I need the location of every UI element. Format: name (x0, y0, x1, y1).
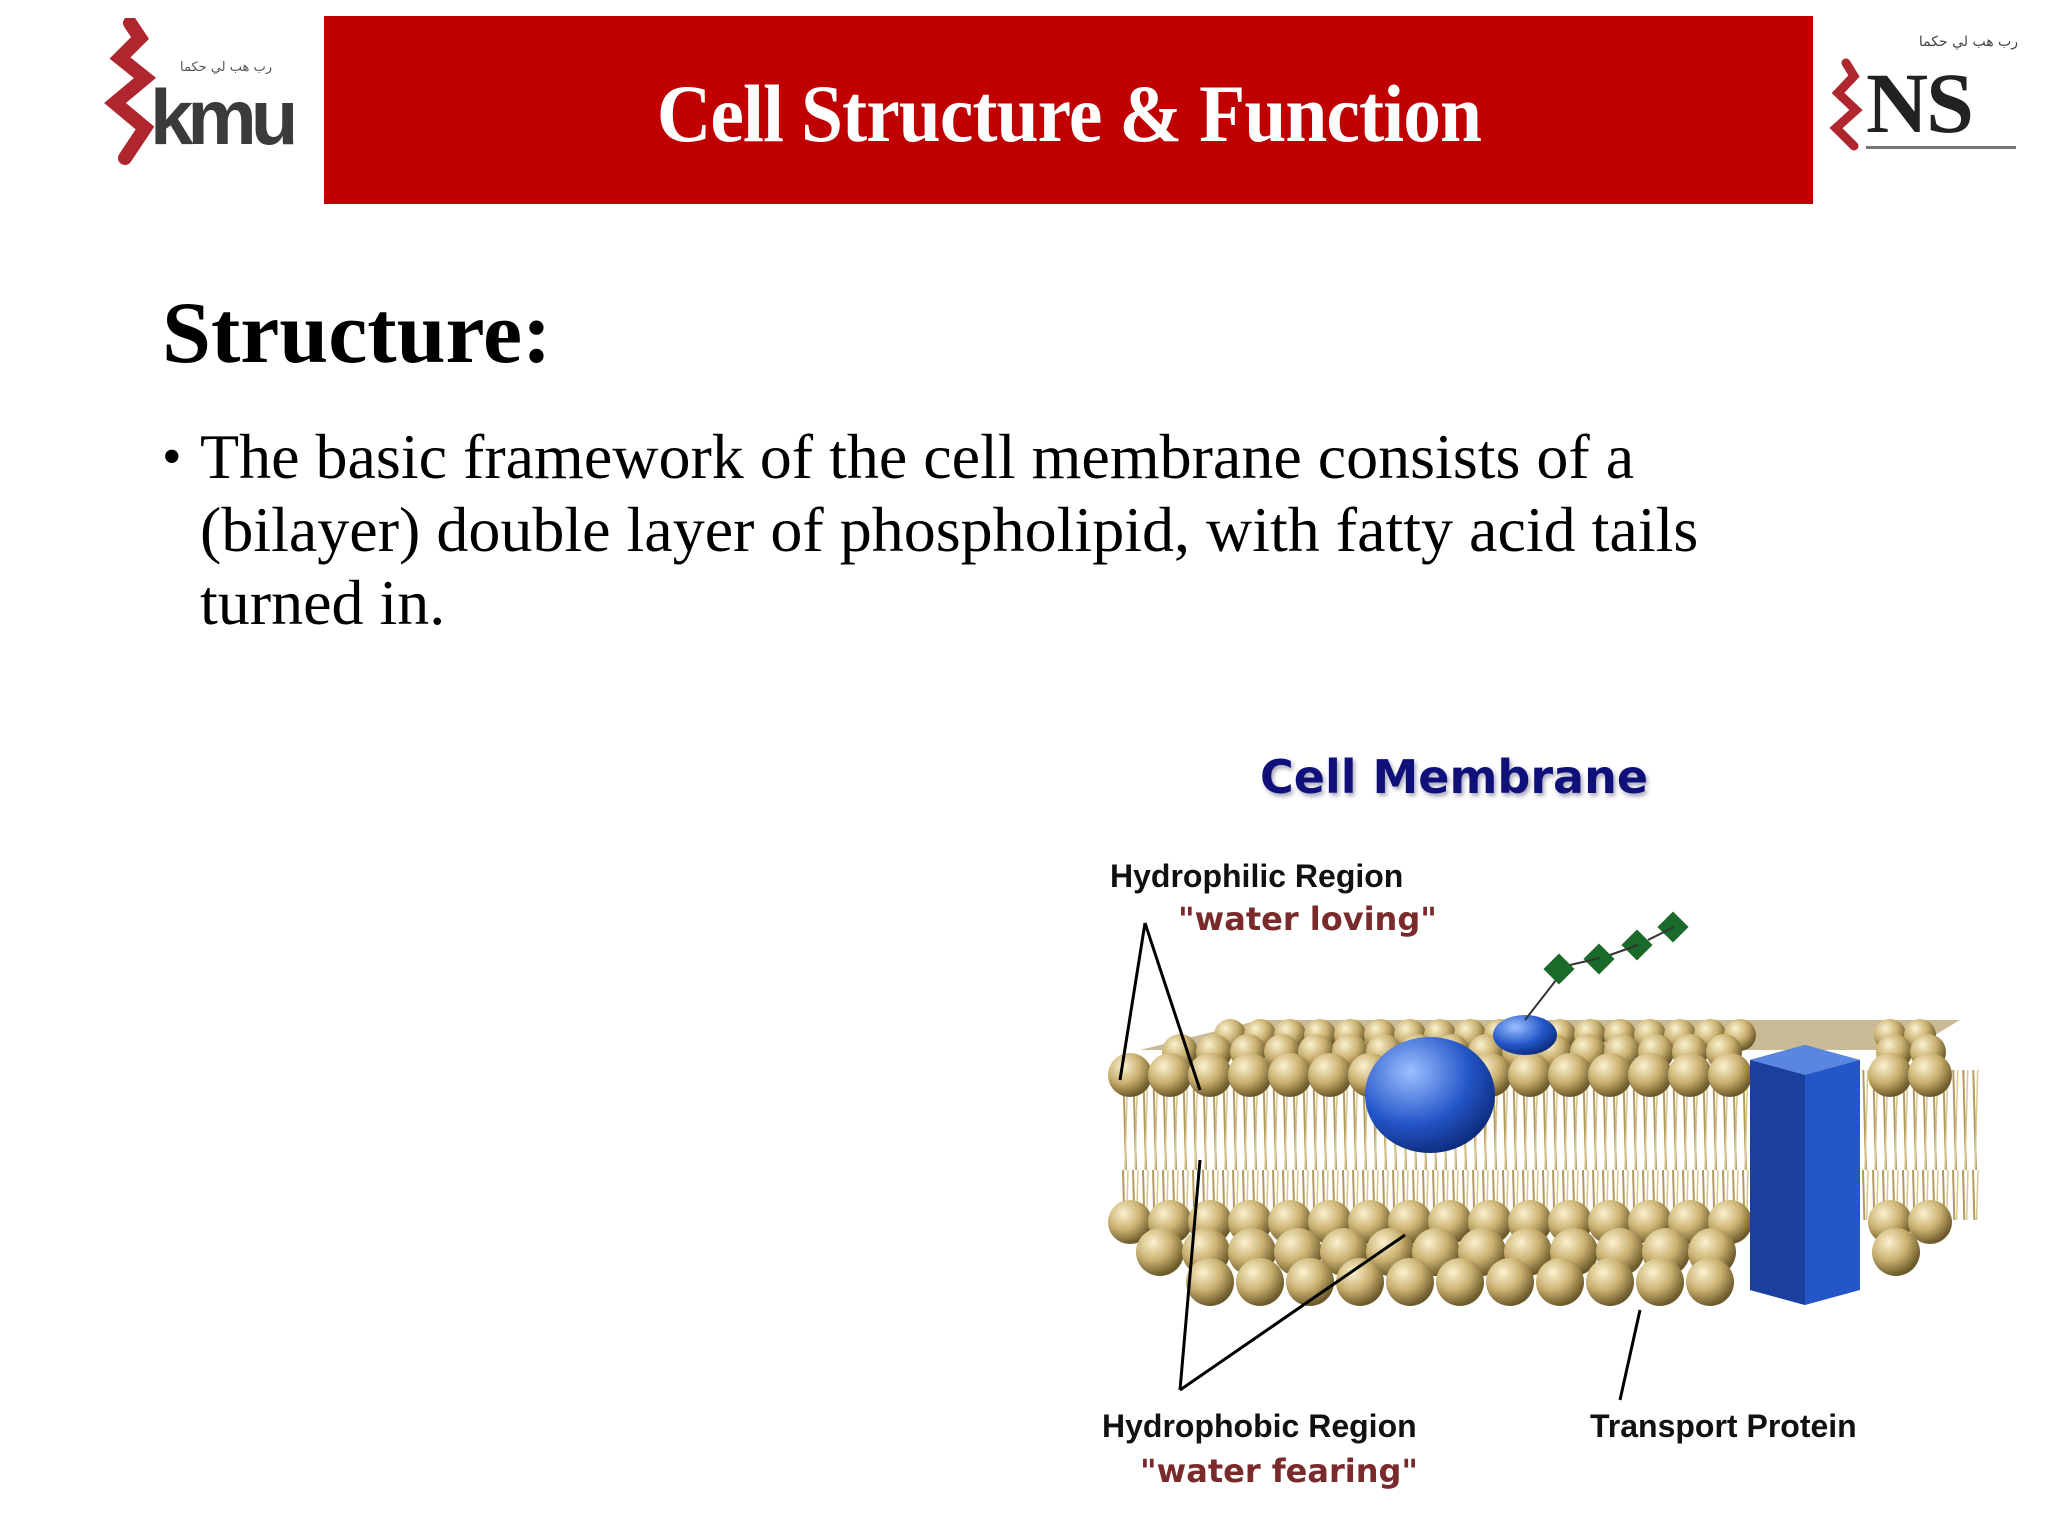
lipid-head (1686, 1258, 1734, 1306)
lipid-head (1708, 1053, 1752, 1097)
bullet-text: The basic framework of the cell membrane… (200, 421, 1699, 638)
lipid-head (1628, 1053, 1672, 1097)
ins-logo-rule (1866, 146, 2016, 149)
lipid-head (1236, 1258, 1284, 1306)
lipid-head (1588, 1053, 1632, 1097)
ins-arabic-motto: رب هب لي حكما (1918, 34, 2018, 50)
section-heading: Structure: (162, 285, 552, 382)
lipid-head (1286, 1258, 1334, 1306)
kmu-logo: رب هب لي حكما kmu (100, 18, 320, 178)
lipid-head (1868, 1053, 1912, 1097)
carbohydrate-chain (1524, 911, 1689, 1021)
lipid-head (1148, 1053, 1192, 1097)
bottom-lipid-heads (1108, 1200, 1952, 1306)
lipid-head (1548, 1053, 1592, 1097)
lipid-head (1636, 1258, 1684, 1306)
cell-membrane-figure: Cell Membrane Hydrophilic Region "water … (1060, 730, 2020, 1520)
lipid-head (1108, 1053, 1152, 1097)
hydrophilic-sub-label: "water loving" (1178, 900, 1437, 938)
kmu-logo-text: kmu (150, 73, 298, 161)
lipid-head (1336, 1258, 1384, 1306)
bullet-marker: • (162, 426, 182, 488)
lipid-head (1908, 1200, 1952, 1244)
hydrophilic-label: Hydrophilic Region (1110, 858, 1404, 894)
lipid-head (1668, 1053, 1712, 1097)
transport-protein-label: Transport Protein (1590, 1408, 1857, 1444)
lipid-head (1508, 1053, 1552, 1097)
lipid-head (1108, 1200, 1152, 1244)
glycoprotein-base (1493, 1015, 1557, 1055)
kmu-arabic-motto: رب هب لي حكما (180, 60, 273, 75)
caduceus-icon (1829, 58, 1863, 151)
lipid-head (1536, 1258, 1584, 1306)
peripheral-protein (1365, 1037, 1495, 1153)
ins-logo-text: NS (1866, 55, 1974, 151)
pointer-lines (1118, 922, 1642, 1401)
membrane-diagram (1108, 911, 1980, 1401)
lipid-head (1136, 1228, 1184, 1276)
lipid-head (1872, 1228, 1920, 1276)
lipid-head (1908, 1053, 1952, 1097)
lipid-head (1586, 1258, 1634, 1306)
figure-title: Cell Membrane (1260, 750, 1649, 804)
lipid-head (1486, 1258, 1534, 1306)
bullet-item: • The basic framework of the cell membra… (162, 420, 1862, 639)
top-lipid-heads (1108, 1019, 1952, 1097)
lipid-head (1386, 1258, 1434, 1306)
lipid-head (1186, 1258, 1234, 1306)
ins-logo: رب هب لي حكما NS (1826, 30, 2026, 160)
hydrophobic-label: Hydrophobic Region (1102, 1408, 1417, 1444)
transport-protein (1750, 1045, 1860, 1305)
lipid-head (1228, 1053, 1272, 1097)
lipid-head (1268, 1053, 1312, 1097)
title-banner: Cell Structure & Function (324, 16, 1813, 204)
lipid-head (1436, 1258, 1484, 1306)
lipid-head (1308, 1053, 1352, 1097)
slide-title: Cell Structure & Function (656, 68, 1481, 159)
hydrophobic-sub-label: "water fearing" (1140, 1452, 1419, 1490)
caduceus-icon (104, 18, 157, 165)
